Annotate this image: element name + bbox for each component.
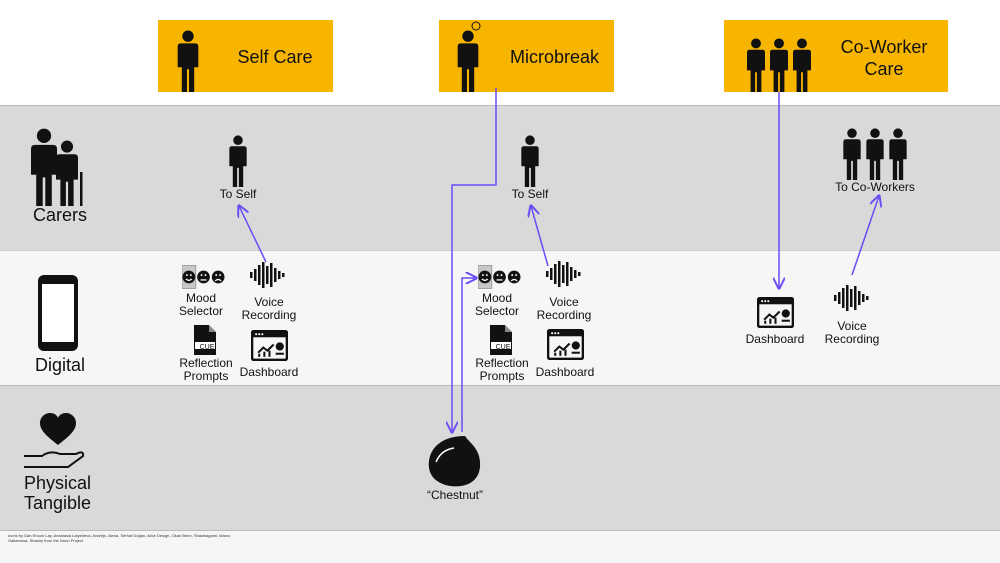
chestnut-icon: [428, 436, 481, 487]
arrow-chestnut-to-mood: [461, 278, 476, 432]
label-dashboard: Dashboard: [535, 365, 595, 379]
label-mood-selector: Mood Selector: [474, 291, 520, 318]
mood-selector-icon: [182, 265, 225, 289]
label-to-coworkers: To Co-Workers: [835, 180, 915, 194]
thought-bubble-icon: [471, 21, 481, 31]
arrows: [239, 88, 879, 432]
to-self-person-icon: [521, 135, 539, 187]
carers-icon: [31, 128, 57, 206]
carers-band: [0, 105, 1000, 251]
header-label: Microbreak: [509, 47, 600, 67]
label-dashboard: Dashboard: [745, 332, 805, 346]
label-dashboard: Dashboard: [239, 365, 299, 379]
row-label-carers: Carers: [32, 205, 87, 225]
heart-hand-icon: [24, 413, 85, 468]
label-to-self: To Self: [219, 187, 257, 201]
arrow-voice-to-self: [531, 206, 549, 267]
label-reflection-prompts: Reflection Prompts: [179, 356, 233, 383]
label-voice-recording: Voice Recording: [824, 319, 880, 346]
person-arms-crossed-icon: [457, 30, 479, 92]
phone-icon: [38, 275, 78, 351]
row-label-digital: Digital: [34, 355, 86, 375]
row-label-physical: Physical Tangible: [23, 473, 92, 513]
label-reflection-prompts: Reflection Prompts: [475, 356, 529, 383]
arrow-voice-to-coworkers: [851, 196, 879, 276]
arrow-microbreak-to-chestnut: [452, 88, 497, 432]
dashboard-icon: [547, 329, 584, 360]
group-icon: [747, 38, 765, 92]
coworkers-icon: [843, 128, 861, 180]
icon-credits: Icons by Gan Khoon Lay, Anastasia Latysh…: [8, 533, 231, 543]
physical-band: [0, 385, 1000, 531]
voice-waveform-icon: [834, 285, 869, 311]
dashboard-icon: [757, 297, 794, 328]
arrow-voice-to-self: [239, 206, 267, 263]
label-voice-recording: Voice Recording: [241, 295, 297, 322]
label-voice-recording: Voice Recording: [536, 295, 592, 322]
label-to-self: To Self: [511, 187, 549, 201]
cue-label: CUE: [200, 344, 215, 351]
person-icon: [177, 30, 199, 92]
dashboard-icon: [251, 330, 288, 361]
label-chestnut: “Chestnut”: [426, 488, 484, 502]
header-label: Self Care: [237, 47, 313, 67]
label-mood-selector: Mood Selector: [178, 291, 224, 318]
to-self-person-icon: [229, 135, 247, 187]
voice-waveform-icon: [546, 261, 581, 287]
voice-waveform-icon: [250, 262, 285, 288]
mood-selector-icon: [478, 265, 521, 289]
header-label: Co-Worker Care: [840, 37, 928, 79]
footer-band: [0, 530, 1000, 563]
cue-label: CUE: [496, 344, 511, 351]
